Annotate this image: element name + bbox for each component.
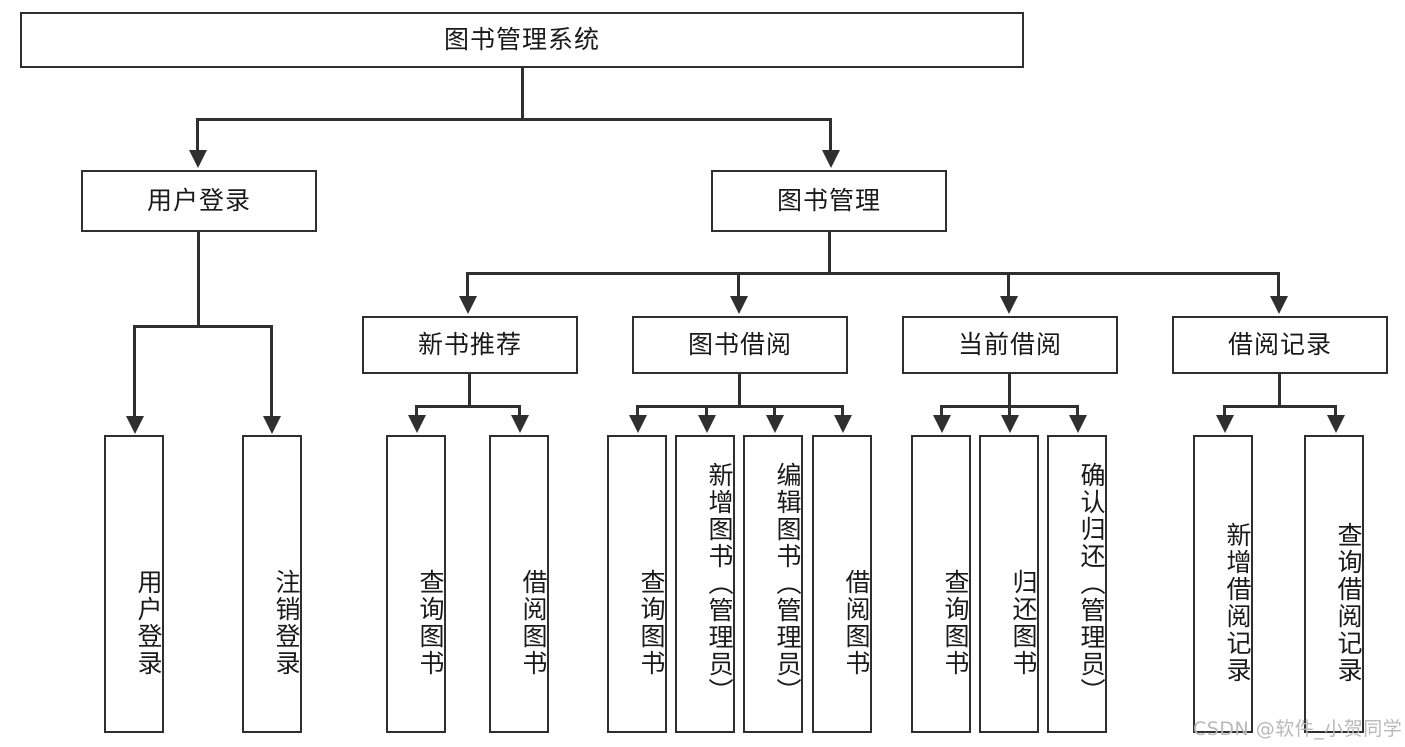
connector-current-borrow-drop-1	[940, 405, 943, 417]
connector-book-borrow-drop-2	[705, 405, 708, 417]
arrowhead-borrow-record-leaf-1	[1216, 415, 1234, 433]
node-label: 图书管理系统	[443, 25, 600, 55]
node-new-book-recommend[interactable]: 新书推荐	[362, 316, 578, 374]
arrowhead-current-borrow-leaf-2	[1001, 415, 1019, 433]
node-label: 查询借阅记录	[1334, 522, 1363, 684]
arrowhead-current-borrow-leaf-3	[1069, 415, 1087, 433]
leaf-add-book-admin[interactable]: 新增图书（管理员）	[675, 435, 735, 733]
arrowhead-user-login-leaf-1	[126, 416, 144, 434]
node-label: 当前借阅	[957, 330, 1062, 360]
arrowhead-book-borrow-leaf-1	[629, 415, 647, 433]
node-label: 图书借阅	[687, 330, 792, 360]
node-label: 查询图书	[941, 569, 970, 677]
node-user-login[interactable]: 用户登录	[81, 170, 317, 232]
connector-book-borrow-drop-1	[636, 405, 639, 417]
node-label: 编辑图书（管理员）	[773, 461, 802, 705]
arrowhead-user-login-leaf-2	[263, 416, 281, 434]
node-label: 注销登录	[272, 569, 301, 677]
connector-root-bus	[196, 118, 832, 121]
leaf-return-book[interactable]: 归还图书	[979, 435, 1039, 733]
leaf-confirm-return-admin[interactable]: 确认归还（管理员）	[1047, 435, 1107, 733]
node-book-borrow[interactable]: 图书借阅	[632, 316, 848, 374]
node-label: 新书推荐	[417, 330, 522, 360]
node-label: 查询图书	[637, 569, 666, 677]
connector-new-book-bus	[415, 405, 521, 408]
node-label: 确认归还（管理员）	[1077, 461, 1106, 705]
arrowhead-to-borrow-record	[1270, 296, 1288, 314]
connector-new-book-drop-1	[415, 405, 418, 417]
node-label: 图书管理	[776, 186, 881, 216]
arrowhead-borrow-record-leaf-2	[1327, 415, 1345, 433]
connector-book-manage-stem	[828, 232, 831, 274]
leaf-borrow-book[interactable]: 借阅图书	[812, 435, 872, 733]
connector-book-manage-drop-2	[737, 272, 740, 298]
connector-current-borrow-drop-2	[1008, 405, 1011, 417]
arrowhead-root-to-user-login	[189, 150, 207, 168]
node-root-system[interactable]: 图书管理系统	[20, 12, 1024, 68]
node-borrow-record[interactable]: 借阅记录	[1172, 316, 1388, 374]
arrowhead-root-to-book-manage	[822, 150, 840, 168]
leaf-edit-book-admin[interactable]: 编辑图书（管理员）	[743, 435, 803, 733]
csdn-watermark: CSDN @软件_小贺同学	[1193, 718, 1403, 740]
leaf-logout-login[interactable]: 注销登录	[242, 435, 302, 733]
leaf-query-borrow-record[interactable]: 查询借阅记录	[1304, 435, 1364, 733]
connector-book-manage-drop-4	[1277, 272, 1280, 298]
leaf-borrow-book-new[interactable]: 借阅图书	[489, 435, 549, 733]
node-label: 借阅记录	[1227, 330, 1332, 360]
arrowhead-to-current-borrow	[1000, 296, 1018, 314]
connector-borrow-record-drop-1	[1223, 405, 1226, 417]
leaf-query-book-borrow[interactable]: 查询图书	[607, 435, 667, 733]
arrowhead-book-borrow-leaf-2	[698, 415, 716, 433]
leaf-query-book-new[interactable]: 查询图书	[386, 435, 446, 733]
node-label: 新增借阅记录	[1223, 522, 1252, 684]
connector-book-manage-drop-3	[1007, 272, 1010, 298]
connector-root-stem	[521, 68, 524, 120]
connector-borrow-record-stem	[1278, 374, 1281, 408]
arrowhead-book-borrow-leaf-3	[766, 415, 784, 433]
connector-user-login-stem	[197, 232, 200, 328]
connector-user-login-drop-2	[270, 325, 273, 418]
connector-new-book-drop-2	[518, 405, 521, 417]
node-current-borrow[interactable]: 当前借阅	[902, 316, 1118, 374]
connector-book-borrow-stem	[738, 374, 741, 408]
connector-new-book-stem	[468, 374, 471, 408]
connector-book-borrow-drop-4	[841, 405, 844, 417]
connector-book-manage-bus	[466, 272, 1280, 275]
node-label: 借阅图书	[519, 569, 548, 677]
connector-current-borrow-stem	[1008, 374, 1011, 408]
connector-root-drop-user	[196, 118, 199, 150]
node-label: 查询图书	[416, 569, 445, 677]
arrowhead-new-book-leaf-2	[511, 415, 529, 433]
connector-root-drop-manage	[829, 118, 832, 150]
node-label: 用户登录	[146, 186, 251, 216]
node-label: 用户登录	[134, 569, 163, 677]
connector-book-manage-drop-1	[466, 272, 469, 298]
node-label: 归还图书	[1009, 569, 1038, 677]
arrowhead-current-borrow-leaf-1	[933, 415, 951, 433]
node-label: 新增图书（管理员）	[705, 461, 734, 705]
leaf-query-book-current[interactable]: 查询图书	[911, 435, 971, 733]
leaf-user-login[interactable]: 用户登录	[104, 435, 164, 733]
connector-current-borrow-drop-3	[1076, 405, 1079, 417]
node-book-manage[interactable]: 图书管理	[711, 170, 947, 232]
arrowhead-to-book-borrow	[730, 296, 748, 314]
connector-book-borrow-bus	[636, 405, 843, 408]
arrowhead-to-new-book-rec	[459, 296, 477, 314]
connector-user-login-bus	[133, 325, 270, 328]
connector-book-borrow-drop-3	[773, 405, 776, 417]
connector-borrow-record-drop-2	[1334, 405, 1337, 417]
arrowhead-book-borrow-leaf-4	[834, 415, 852, 433]
node-label: 借阅图书	[842, 569, 871, 677]
leaf-add-borrow-record[interactable]: 新增借阅记录	[1193, 435, 1253, 733]
connector-borrow-record-bus	[1223, 405, 1337, 408]
connector-user-login-drop-1	[133, 325, 136, 418]
arrowhead-new-book-leaf-1	[408, 415, 426, 433]
